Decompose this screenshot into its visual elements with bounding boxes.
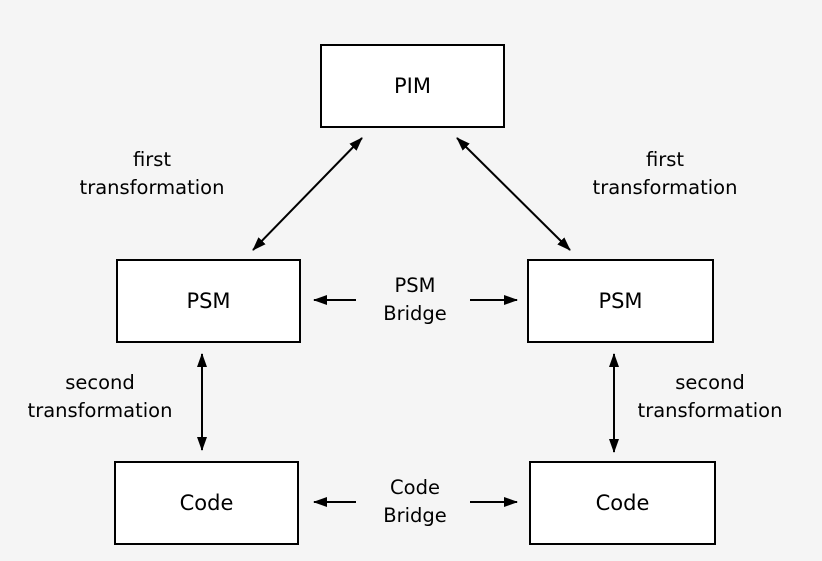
psm-left-box: PSM <box>116 259 301 343</box>
pim-box: PIM <box>320 44 505 128</box>
psm-right-box-label: PSM <box>598 288 643 313</box>
first-transformation-left-label: first transformation <box>79 148 225 199</box>
second-transformation-right-label: second transformation <box>637 371 783 422</box>
first-transformation-left-arrow <box>252 137 363 251</box>
psm-left-box-label: PSM <box>186 288 231 313</box>
first-transformation-right-arrow <box>456 137 571 251</box>
second-transformation-left-label: second transformation <box>27 371 173 422</box>
code-bridge-label: Code Bridge <box>383 476 447 527</box>
code-left-box: Code <box>114 461 299 545</box>
psm-bridge-label: PSM Bridge <box>383 274 447 325</box>
psm-right-box: PSM <box>527 259 714 343</box>
code-left-box-label: Code <box>179 490 234 515</box>
code-right-box-label: Code <box>595 490 650 515</box>
first-transformation-right-label: first transformation <box>592 148 738 199</box>
code-right-box: Code <box>529 461 716 545</box>
pim-box-label: PIM <box>394 73 431 98</box>
